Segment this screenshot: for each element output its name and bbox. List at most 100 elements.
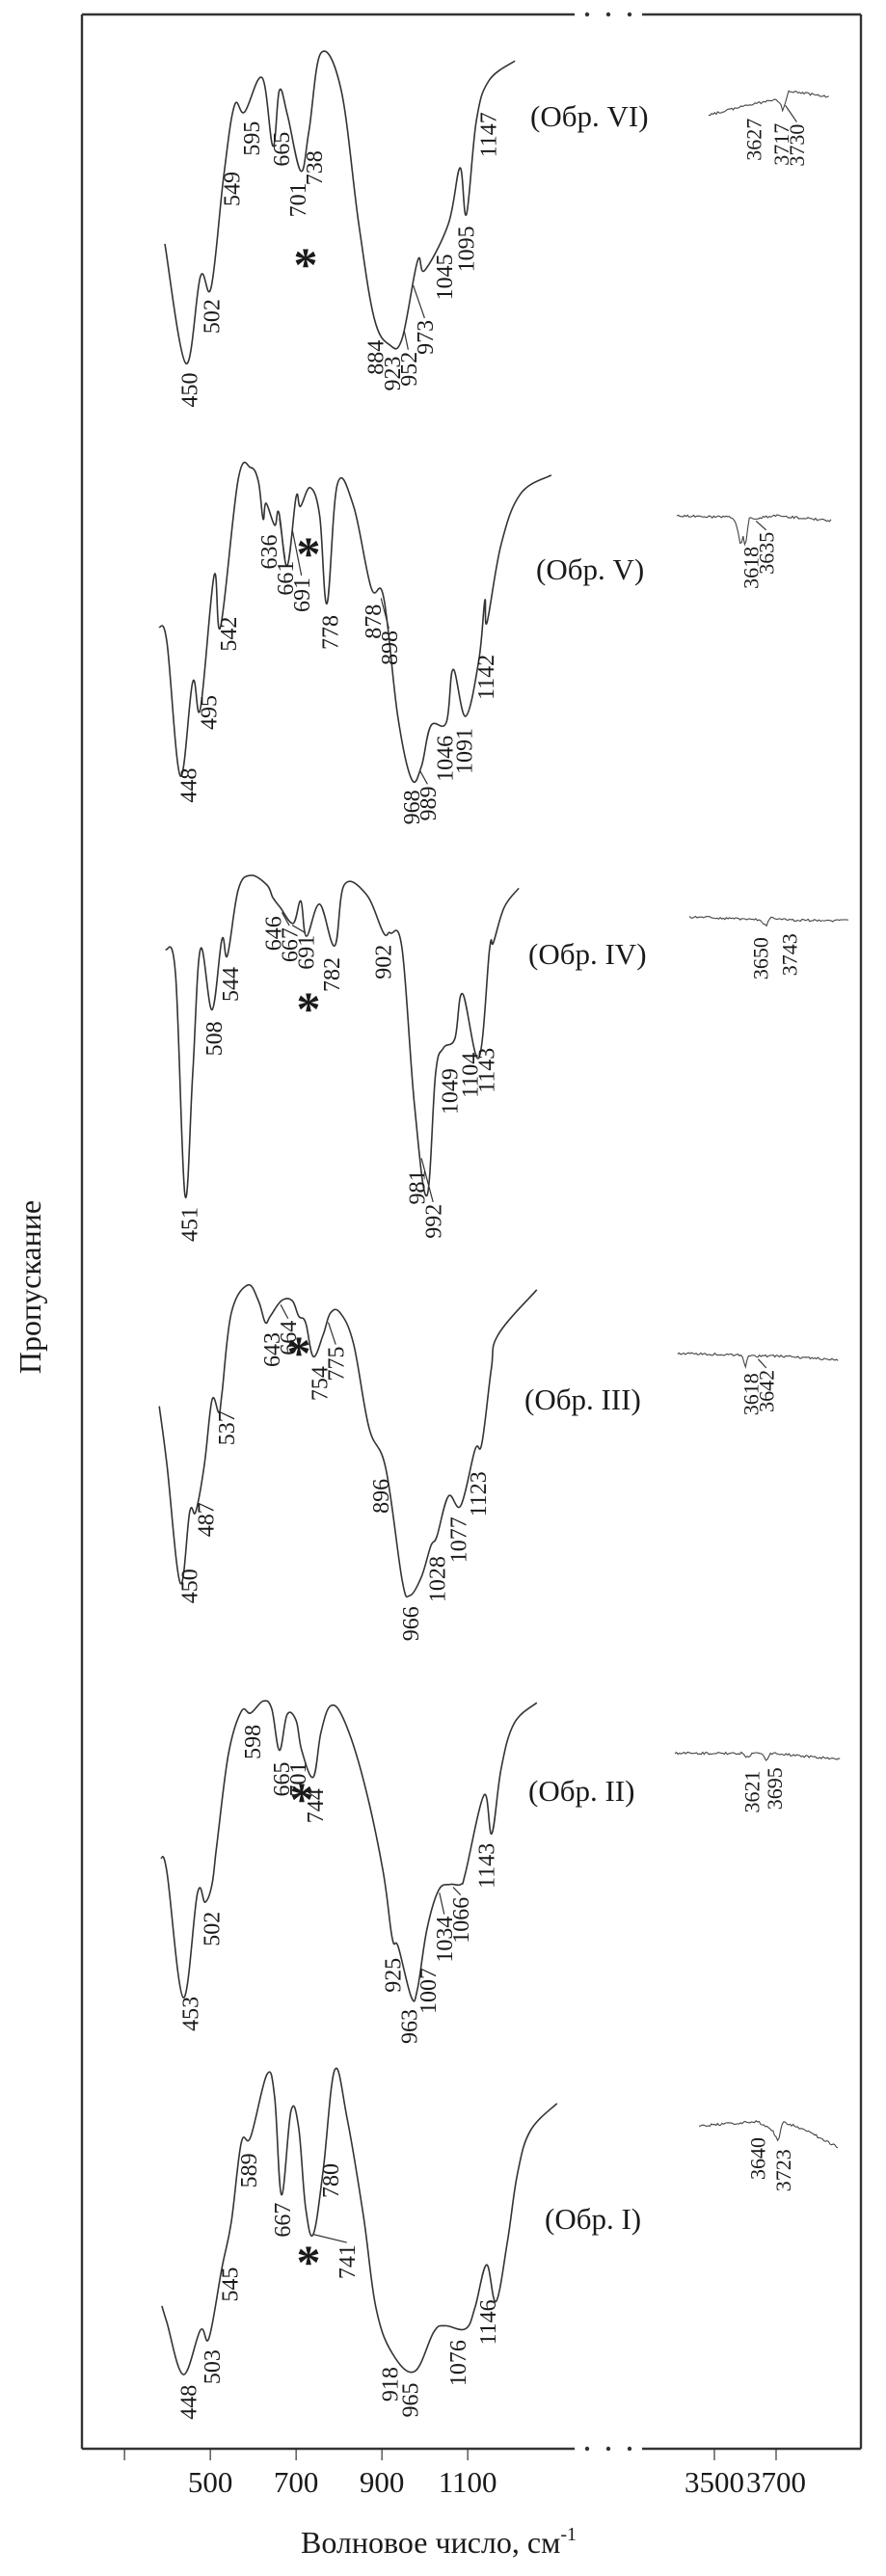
peak-label: 778 xyxy=(318,615,343,650)
sample-label: (Обр. II) xyxy=(528,1774,634,1808)
peak-label: 1007 xyxy=(416,1968,442,2014)
peak-leader-line xyxy=(291,529,303,577)
peak-leader-line xyxy=(327,1322,336,1345)
peak-label: 3650 xyxy=(749,937,773,979)
peak-label: 963 xyxy=(398,2009,423,2044)
axis-break-dot xyxy=(605,2446,611,2452)
peak-label: 754 xyxy=(309,1366,334,1401)
peak-leader-line xyxy=(420,1158,434,1202)
peak-label: 741 xyxy=(336,2244,361,2279)
spectrum-curve-oh-region xyxy=(708,90,829,117)
spectrum-curve-oh-region xyxy=(677,1352,839,1370)
peak-label: 1049 xyxy=(439,1068,464,1114)
peak-leader-line xyxy=(403,330,409,350)
sample-label: (Обр. III) xyxy=(524,1382,641,1416)
peak-label: 1045 xyxy=(433,254,458,300)
peak-label: 451 xyxy=(178,1207,203,1242)
peak-label: 3723 xyxy=(771,2149,795,2191)
axis-break-dot xyxy=(584,12,590,17)
peak-leader-line xyxy=(291,925,307,934)
peak-leader-line xyxy=(439,1892,445,1915)
x-tick-label: 1100 xyxy=(439,2465,497,2499)
peak-label: 3621 xyxy=(739,1771,764,1813)
peak-label: 738 xyxy=(303,150,328,185)
peak-label: 701 xyxy=(286,1762,311,1797)
peak-label: 448 xyxy=(176,2385,201,2420)
peak-label: 1034 xyxy=(433,1917,458,1963)
peak-label: 487 xyxy=(194,1502,219,1537)
spectrum-3: 4504875376436647547758969661028107711233… xyxy=(158,1283,839,1641)
x-axis-label-main: Волновое число, см xyxy=(301,2525,560,2560)
peak-label: 1123 xyxy=(467,1471,492,1516)
peak-label: 450 xyxy=(177,373,202,408)
peak-label: 1104 xyxy=(458,1053,483,1098)
peak-leader-line xyxy=(755,520,767,531)
peak-label: 968 xyxy=(400,790,425,824)
peak-label: 1046 xyxy=(434,736,459,782)
peak-label: 1146 xyxy=(476,2299,501,2345)
peak-label: 665 xyxy=(270,1762,295,1797)
x-tick-label: 900 xyxy=(360,2465,405,2499)
peak-label: 3717 xyxy=(769,123,793,166)
peak-label: 884 xyxy=(363,340,389,375)
plot-frame xyxy=(80,12,863,2452)
peak-label: 952 xyxy=(397,352,422,387)
peak-label: 3618 xyxy=(739,1373,764,1415)
spectrum-curve xyxy=(164,50,516,364)
peak-label: 453 xyxy=(179,1997,204,2031)
spectrum-curve-oh-region xyxy=(688,915,849,927)
spectrum-curve-oh-region xyxy=(674,1751,841,1761)
peak-label: 918 xyxy=(379,2367,404,2402)
peak-label: 3635 xyxy=(755,532,779,575)
peak-label: 589 xyxy=(237,2153,262,2187)
peak-label: 3618 xyxy=(739,547,764,589)
peak-label: 3695 xyxy=(763,1767,787,1810)
peak-label: 992 xyxy=(422,1204,447,1239)
peak-label: 661 xyxy=(274,561,299,596)
peak-label: 965 xyxy=(399,2383,424,2418)
peak-label: 542 xyxy=(217,617,242,652)
peak-label: 898 xyxy=(378,631,403,665)
peak-label: 3642 xyxy=(755,1370,779,1412)
vibration-marker-asterisk: * xyxy=(297,2235,321,2289)
peak-label: 691 xyxy=(290,577,315,612)
peak-label: 549 xyxy=(220,172,245,206)
sample-label: (Обр. VI) xyxy=(530,99,649,133)
spectrum-2: 4535025986657017449259631007103410661143… xyxy=(160,1700,841,2044)
axis-break-dot xyxy=(627,2446,632,2452)
peak-label: 973 xyxy=(414,320,439,355)
peak-label: 595 xyxy=(240,121,265,156)
sample-label: (Обр. IV) xyxy=(528,937,647,971)
peak-leader-line xyxy=(280,1304,289,1320)
peak-label: 701 xyxy=(286,182,311,217)
peak-label: 665 xyxy=(270,132,295,167)
peak-label: 667 xyxy=(279,927,304,962)
peak-label: 450 xyxy=(177,1569,202,1603)
peak-label: 448 xyxy=(176,768,201,803)
peak-label: 598 xyxy=(241,1725,266,1759)
x-tick-label: 500 xyxy=(188,2465,233,2499)
peak-label: 544 xyxy=(219,967,244,1002)
axis-break-dot xyxy=(605,12,611,17)
peak-label: 1077 xyxy=(446,1516,471,1563)
peak-label: 1076 xyxy=(446,2340,471,2386)
spectrum-curve xyxy=(161,2067,558,2375)
peak-label: 780 xyxy=(319,2163,344,2198)
peak-label: 1143 xyxy=(475,1048,500,1093)
axis-break-dot xyxy=(584,2446,590,2452)
x-axis-label: Волновое число, см-1 xyxy=(301,2524,577,2560)
peak-label: 646 xyxy=(262,916,287,951)
peak-leader-line xyxy=(413,284,425,319)
x-tick-label: 3500 xyxy=(685,2465,744,2499)
peak-label: 636 xyxy=(257,535,282,570)
peak-leader-line xyxy=(785,104,797,122)
peak-leader-line xyxy=(281,912,290,926)
peak-label: 896 xyxy=(369,1479,394,1514)
peak-label: 925 xyxy=(382,1958,407,1993)
